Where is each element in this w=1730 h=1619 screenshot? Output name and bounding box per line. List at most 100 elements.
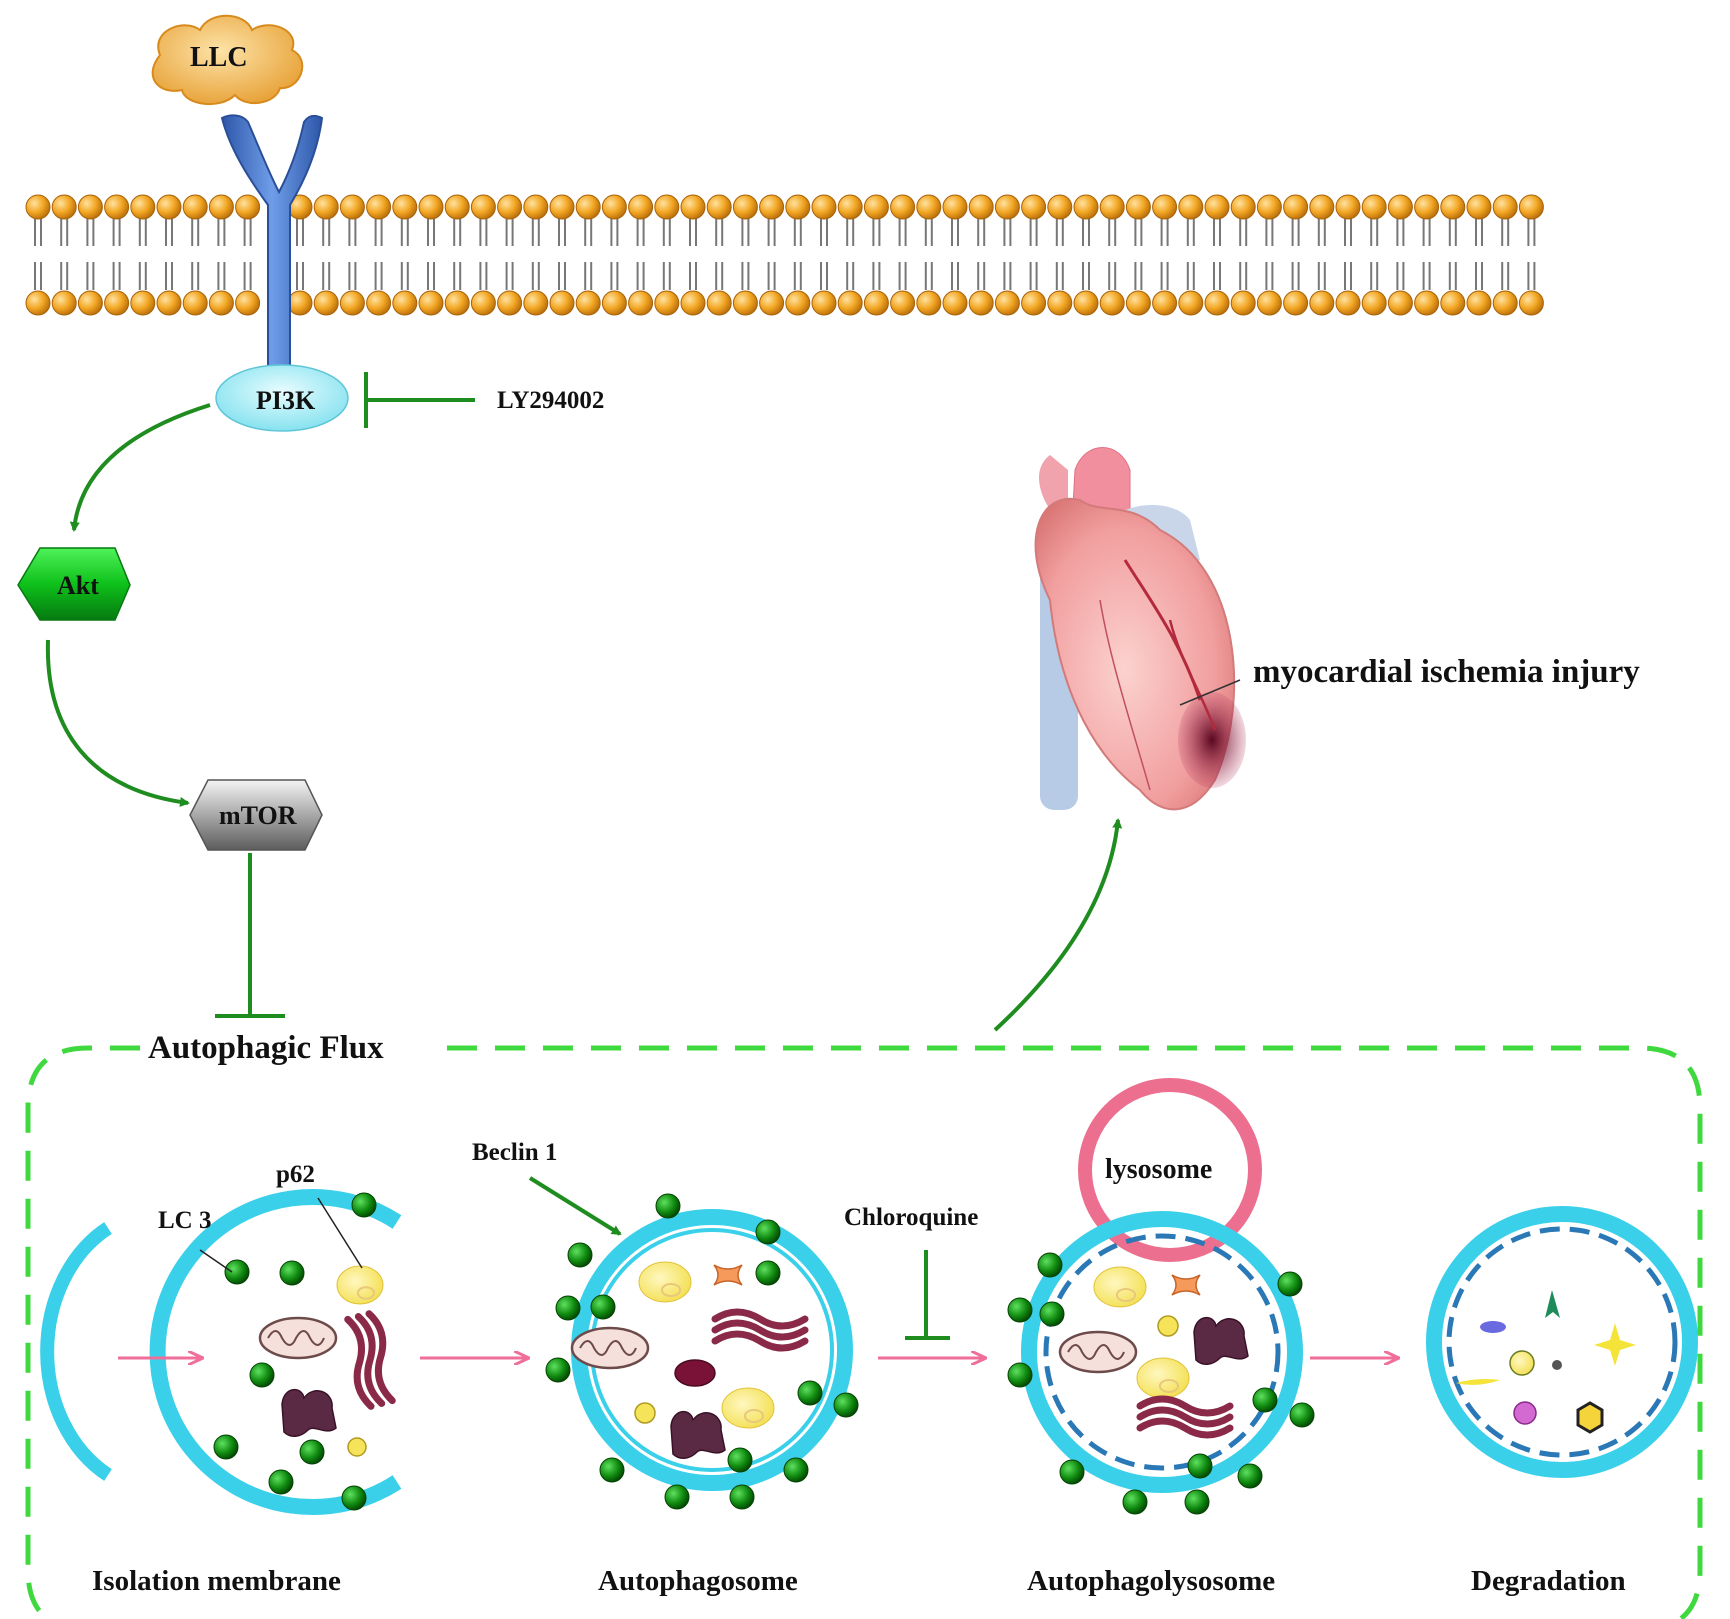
phospholipid	[470, 194, 496, 316]
lc3-dot	[729, 1484, 755, 1510]
autophagolysosome-vesicle	[1021, 1211, 1303, 1493]
small-vesicle	[674, 1359, 716, 1387]
p62-label: p62	[276, 1161, 315, 1188]
small-vesicle	[1157, 1315, 1179, 1337]
cargo-fragment	[1171, 1274, 1201, 1296]
lc3-dot	[1037, 1252, 1063, 1278]
phospholipid	[1466, 194, 1492, 316]
degraded-fragment	[1594, 1323, 1636, 1366]
protein-aggregate	[670, 1411, 726, 1459]
phospholipid	[601, 194, 627, 316]
lc3-pointer	[199, 1249, 233, 1273]
lc3-dot	[1122, 1489, 1148, 1515]
lc3-dot	[1187, 1453, 1213, 1479]
phagophore-vesicle	[149, 1189, 402, 1515]
mtor-inhibition-line	[215, 853, 285, 1018]
lc3-dot	[279, 1260, 305, 1286]
autophagic-flux-box	[25, 1045, 1703, 1619]
phospholipid	[104, 194, 130, 316]
phospholipid	[25, 194, 51, 316]
lc3-dot	[655, 1193, 681, 1219]
mtor-node	[189, 779, 323, 851]
lc3-dot	[797, 1380, 823, 1406]
lc3-dot	[268, 1469, 294, 1495]
stage-label-autophagolysosome: Autophagolysosome	[1027, 1565, 1276, 1597]
isolation-membrane-arc	[40, 1222, 112, 1481]
endoplasmic-reticulum	[344, 1310, 396, 1410]
phospholipid	[759, 194, 785, 316]
lc3-dot	[1059, 1459, 1085, 1485]
lipid-droplet	[336, 1265, 384, 1305]
lc3-dot	[755, 1260, 781, 1286]
phospholipid	[942, 194, 968, 316]
phospholipid	[994, 194, 1020, 316]
degraded-fragment	[1509, 1350, 1535, 1376]
degraded-fragment	[1545, 1290, 1560, 1318]
phospholipid	[51, 194, 77, 316]
phospholipid	[837, 194, 863, 316]
autophagic-flux-title: Autophagic Flux	[148, 1030, 384, 1066]
phospholipid	[1073, 194, 1099, 316]
lc3-dot	[567, 1242, 593, 1268]
lc3-dot	[783, 1457, 809, 1483]
pi3k-node	[215, 364, 349, 432]
phospholipid	[1125, 194, 1151, 316]
degraded-fragment	[1552, 1360, 1562, 1370]
lc3-dot	[1277, 1271, 1303, 1297]
phospholipid	[523, 194, 549, 316]
phospholipid	[575, 194, 601, 316]
phospholipid	[706, 194, 732, 316]
flux-to-injury-arrow	[993, 818, 1123, 1032]
phospholipid	[208, 194, 234, 316]
stage-label-degradation: Degradation	[1471, 1565, 1626, 1597]
phospholipid	[1152, 194, 1178, 316]
phospholipid	[1256, 194, 1282, 316]
stage-label-isolation-membrane: Isolation membrane	[92, 1565, 341, 1597]
ly294002-label: LY294002	[497, 387, 605, 414]
lc3-dot	[1184, 1489, 1210, 1515]
protein-aggregate	[281, 1389, 337, 1437]
phospholipid	[77, 194, 103, 316]
mtor-label: mTOR	[219, 801, 297, 830]
lc3-dot	[755, 1219, 781, 1245]
endoplasmic-reticulum	[711, 1308, 809, 1352]
phospholipid	[182, 194, 208, 316]
phospholipid	[1387, 194, 1413, 316]
beclin-label: Beclin 1	[472, 1139, 558, 1166]
beclin-arrow	[528, 1176, 622, 1236]
phospholipid	[890, 194, 916, 316]
akt-node	[17, 547, 131, 621]
phospholipid	[785, 194, 811, 316]
phospholipid	[130, 194, 156, 316]
vesicle-cargo	[258, 1261, 1636, 1459]
chloroquine-inhibition-line	[905, 1250, 950, 1340]
heart-icon	[1034, 447, 1246, 811]
degradation-vesicle	[1426, 1206, 1698, 1478]
phospholipid	[1178, 194, 1204, 316]
lc3-dot	[351, 1192, 377, 1218]
akt-to-mtor-arrow	[45, 639, 190, 807]
lipid-droplet	[721, 1387, 775, 1429]
phospholipid	[1414, 194, 1440, 316]
phospholipid	[1440, 194, 1466, 316]
phospholipid	[418, 194, 444, 316]
protein-aggregate	[1193, 1317, 1249, 1365]
phospholipid	[863, 194, 889, 316]
phospholipid	[366, 194, 392, 316]
phospholipid	[680, 194, 706, 316]
lc3-dot	[555, 1295, 581, 1321]
degraded-fragment	[1513, 1401, 1537, 1425]
phospholipid	[497, 194, 523, 316]
phospholipid	[916, 194, 942, 316]
lc3-dot	[1237, 1463, 1263, 1489]
cargo-fragment	[713, 1264, 743, 1286]
lysosome-label: lysosome	[1105, 1154, 1213, 1185]
lc3-dot	[213, 1434, 239, 1460]
lc3-dot	[1007, 1297, 1033, 1323]
pi3k-label: PI3K	[256, 386, 316, 415]
endoplasmic-reticulum	[1136, 1395, 1234, 1439]
phospholipid	[156, 194, 182, 316]
phospholipid	[1230, 194, 1256, 316]
lipid-droplet	[1136, 1357, 1190, 1399]
